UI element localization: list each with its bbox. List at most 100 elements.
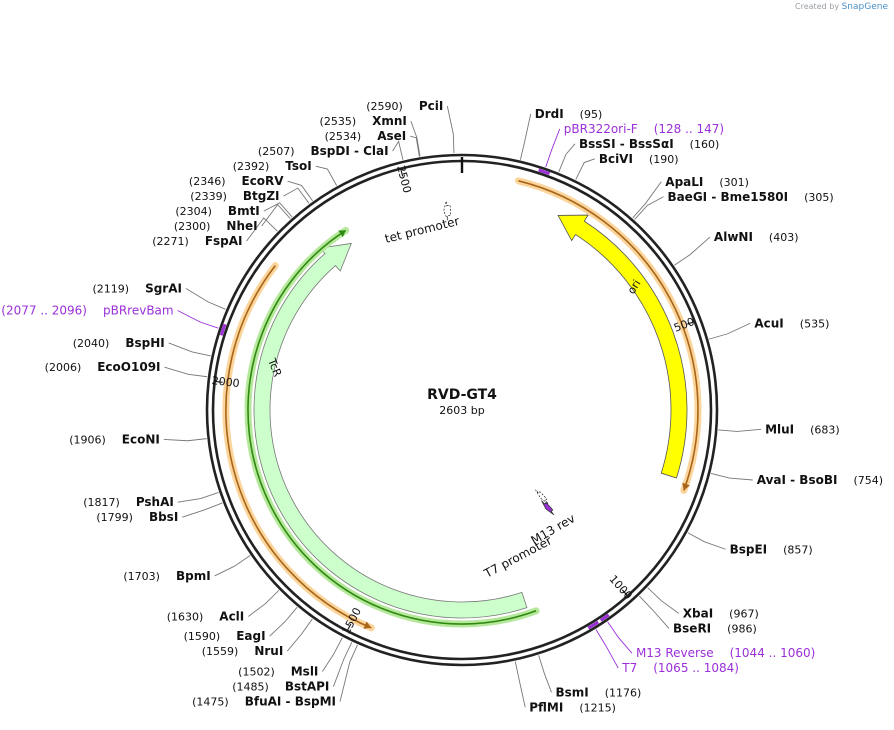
snapgene-logo: SnapGene [841, 2, 888, 12]
enzyme-nrui-label: (1559) NruI [202, 640, 284, 659]
primer-m13-reverse-position: (1044 .. 1060) [730, 646, 816, 660]
enzyme-acli-name: AclI [219, 610, 244, 624]
enzyme-sgrai-position: (2119) [92, 282, 129, 295]
tcr-feature-arrow [253, 242, 528, 619]
enzyme-econi-leader [163, 438, 207, 442]
primer-pbrrevbam-label: (2077 .. 2096) pBRrevBam [1, 299, 173, 318]
ruler-tick-1000 [621, 589, 629, 597]
enzyme-bspdi-clai-leader [392, 140, 404, 160]
enzyme-tsoi-leader [315, 165, 338, 186]
primer-pbrrevbam-name: pBRrevBam [103, 303, 174, 317]
enzyme-fspai-leader [246, 217, 278, 242]
enzyme-pflmi-leader [514, 661, 526, 708]
enzyme-apali-leader [632, 181, 662, 219]
enzyme-bsmi-leader [538, 655, 552, 693]
enzyme-tsoi-label: (2392) TsoI [233, 155, 312, 174]
enzyme-drdi-name: DrdI [535, 107, 564, 121]
primer-m13-reverse-leader [607, 621, 633, 654]
enzyme-mlui-name: MluI [765, 422, 794, 436]
enzyme-mlui-position: (683) [810, 423, 840, 436]
enzyme-acli-label: (1630) AclI [167, 606, 245, 625]
enzyme-acli-position: (1630) [167, 611, 204, 624]
enzyme-nhei-leader [261, 203, 291, 227]
primer-pbrrevbam-position: (2077 .. 2096) [1, 303, 87, 317]
enzyme-drdi-label: DrdI (95) [535, 103, 603, 122]
enzyme-nhei-name: NheI [226, 219, 257, 233]
enzyme-btgzi-position: (2339) [190, 190, 227, 203]
enzyme-econi-position: (1906) [69, 433, 106, 446]
enzyme-msli-position: (1502) [238, 666, 275, 679]
enzyme-bspei-label: BspEI (857) [730, 538, 813, 557]
enzyme-bspei-name: BspEI [730, 542, 768, 556]
enzyme-bsssi-bsss-i-name: BssSI - BssSαI [579, 137, 674, 151]
enzyme-pflmi-position: (1215) [579, 701, 616, 714]
primer-t7-binding-site [587, 620, 600, 630]
enzyme-apali-label: ApaLI (301) [665, 171, 749, 190]
enzyme-bsssi-bsss-i-leader [558, 143, 576, 173]
enzyme-drdi-leader [519, 113, 532, 160]
enzyme-msli-leader [322, 637, 343, 672]
enzyme-nrui-name: NruI [254, 644, 283, 658]
site-labels: DrdI (95)pBR322ori-F (128 .. 147)BssSI -… [1, 95, 883, 714]
enzyme-apali-name: ApaLI [665, 175, 703, 189]
enzyme-asei-name: AseI [377, 129, 406, 143]
enzyme-sgrai-name: SgrAI [145, 281, 182, 295]
snapgene-credit: Created by SnapGene [795, 2, 888, 12]
primer-pbr322ori-f-leader [545, 128, 561, 168]
enzyme-sgrai-label: (2119) SgrAI [92, 277, 181, 296]
plasmid-length: 2603 bp [439, 404, 484, 417]
enzyme-pflmi-name: PflMI [529, 700, 563, 714]
primer-pbr322ori-f-binding-site [538, 168, 551, 176]
t7-promoter-arrow [535, 489, 549, 505]
ruler-tick-1500 [346, 623, 352, 632]
enzyme-eagi-position: (1590) [184, 630, 221, 643]
enzyme-bmti-leader [263, 202, 293, 218]
enzyme-acui-position: (535) [800, 317, 830, 330]
enzyme-alwni-leader [674, 236, 711, 266]
enzyme-bsphi-label: (2040) BspHI [73, 332, 165, 351]
enzyme-btgzi-label: (2339) BtgZI [190, 185, 279, 204]
enzyme-btgzi-name: BtgZI [243, 189, 280, 203]
enzyme-xbai-name: XbaI [683, 606, 713, 620]
enzyme-bsmi-label: BsmI (1176) [555, 681, 641, 700]
enzyme-bpmi-name: BpmI [176, 569, 211, 583]
enzyme-bsssi-bsss-i-label: BssSI - BssSαI (160) [579, 133, 719, 152]
ruler-tick-2500 [400, 168, 404, 177]
enzyme-btgzi-leader [283, 187, 310, 204]
enzyme-alwni-position: (403) [769, 231, 799, 244]
enzyme-pcii-label: (2590) PciI [366, 95, 443, 114]
created-by-text: Created by [795, 2, 840, 11]
enzyme-bspdi-clai-position: (2507) [258, 145, 295, 158]
enzyme-bseri-leader [639, 595, 670, 629]
enzyme-bstapi-name: BstAPI [285, 680, 330, 694]
enzyme-xmni-position: (2535) [320, 115, 357, 128]
primer-t7-leader [595, 629, 619, 669]
ruler-label-1000: 1000 [607, 573, 635, 603]
enzyme-asei-label: (2534) AseI [325, 125, 407, 144]
enzyme-alwni-name: AlwNI [714, 230, 753, 244]
enzyme-tsoi-name: TsoI [285, 159, 311, 173]
enzyme-bspdi-clai-name: BspDI - ClaI [310, 144, 388, 158]
primer-m13-reverse-name: M13 Reverse [636, 646, 714, 660]
enzyme-pshai-leader [177, 491, 219, 503]
ruler-label-2500: 2500 [394, 164, 413, 194]
enzyme-bbsi-position: (1799) [96, 511, 133, 524]
enzyme-acui-label: AcuI (535) [754, 312, 829, 331]
enzyme-bmti-name: BmtI [228, 204, 260, 218]
enzyme-xmni-label: (2535) XmnI [320, 110, 407, 129]
enzyme-bbsi-label: (1799) BbsI [96, 506, 178, 525]
enzyme-bseri-name: BseRI [673, 621, 711, 635]
ori-translation-arrow-head [682, 482, 690, 491]
enzyme-ecorv-name: EcoRV [242, 174, 285, 188]
enzyme-fspai-name: FspAI [205, 234, 243, 248]
leader-lines [163, 106, 762, 708]
enzyme-bcivi-leader [575, 158, 595, 180]
enzyme-ecoo109i-name: EcoO109I [97, 360, 160, 374]
enzyme-acui-name: AcuI [754, 316, 783, 330]
enzyme-baegi-bme1580i-position: (305) [804, 191, 834, 204]
enzyme-bstapi-position: (1485) [232, 681, 269, 694]
enzyme-pshai-label: (1817) PshAI [83, 491, 174, 510]
enzyme-avai-bsobi-label: AvaI - BsoBI (754) [757, 469, 883, 488]
enzyme-xmni-leader [410, 120, 421, 157]
